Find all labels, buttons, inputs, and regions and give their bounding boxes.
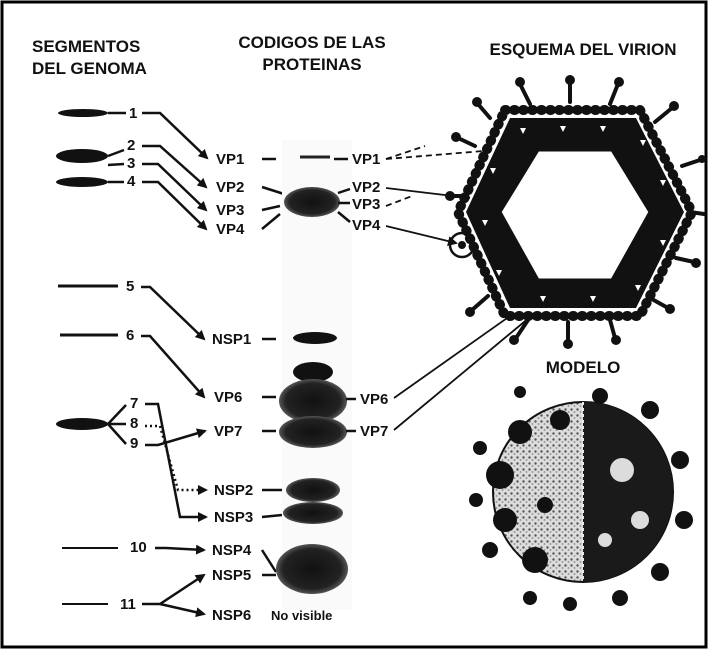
label-gel-dashes [260, 157, 285, 577]
segment-label: 7 [130, 395, 138, 412]
segment-label: 1 [129, 105, 137, 122]
gel-label-vp4: VP4 [352, 217, 381, 234]
segment-label: 2 [127, 137, 135, 154]
virion-spike-heads [445, 75, 706, 349]
gel-band [276, 544, 348, 594]
model-interior-highlights [598, 458, 649, 547]
protein-label-vp6: VP6 [214, 389, 242, 406]
protein-label-vp7: VP7 [214, 423, 242, 440]
segment-number-labels: 1 2 3 4 5 6 7 8 9 10 11 [120, 105, 147, 613]
gel-band [279, 379, 347, 423]
gel-band [283, 502, 343, 524]
header-codes-line2: PROTEINAS [262, 55, 361, 74]
gel-band [293, 362, 333, 382]
header-segments-line2: DEL GENOMA [32, 59, 147, 78]
segment-label: 8 [130, 415, 138, 432]
protein-label-vp3: VP3 [216, 202, 244, 219]
gel-label-vp6: VP6 [360, 391, 388, 408]
segment-label: 6 [126, 327, 134, 344]
header-segments-line1: SEGMENTOS [32, 37, 140, 56]
protein-label-nsp3: NSP3 [214, 509, 253, 526]
header-codes-line1: CODIGOS DE LAS [238, 33, 385, 52]
protein-label-vp4: VP4 [216, 221, 245, 238]
protein-label-nsp6: NSP6 [212, 607, 251, 624]
not-visible-note: No visible [271, 608, 332, 623]
virion-spikes [450, 80, 706, 344]
genome-segment-bands [56, 109, 118, 605]
model-surface-blobs [469, 386, 693, 611]
segment-label: 9 [130, 435, 138, 452]
gel-lane [276, 140, 352, 610]
segment-label: 3 [127, 155, 135, 172]
segment-label: 11 [120, 596, 136, 613]
gel-label-vp2: VP2 [352, 179, 380, 196]
protein-label-vp2: VP2 [216, 179, 244, 196]
protein-label-nsp4: NSP4 [212, 542, 252, 559]
header-model: MODELO [546, 358, 621, 377]
segment-to-protein-arrows [107, 111, 209, 618]
segment-label: 5 [126, 278, 134, 295]
virion-3d-model [469, 386, 693, 611]
virion-schematic [445, 75, 706, 349]
virion-shell-markings [482, 126, 666, 302]
gel-band [293, 332, 337, 344]
gel-label-vp7: VP7 [360, 423, 388, 440]
protein-labels: VP1 VP2 VP3 VP4 NSP1 VP6 VP7 NSP2 NSP3 N… [212, 151, 332, 624]
gel-band [284, 187, 340, 217]
gel-band [286, 478, 340, 502]
gel-label-vp1: VP1 [352, 151, 380, 168]
protein-label-nsp2: NSP2 [214, 482, 253, 499]
segment-label: 4 [127, 173, 136, 190]
protein-label-nsp5: NSP5 [212, 567, 251, 584]
protein-label-vp1: VP1 [216, 151, 244, 168]
gel-label-vp3: VP3 [352, 196, 380, 213]
gel-right-labels: VP1 VP2 VP3 VP4 VP6 VP7 [334, 151, 388, 440]
protein-label-nsp1: NSP1 [212, 331, 251, 348]
virion-leader-lines [385, 145, 537, 431]
header-virion-schema: ESQUEMA DEL VIRION [489, 40, 676, 59]
segment-label: 10 [130, 539, 147, 556]
gel-band [279, 416, 347, 448]
